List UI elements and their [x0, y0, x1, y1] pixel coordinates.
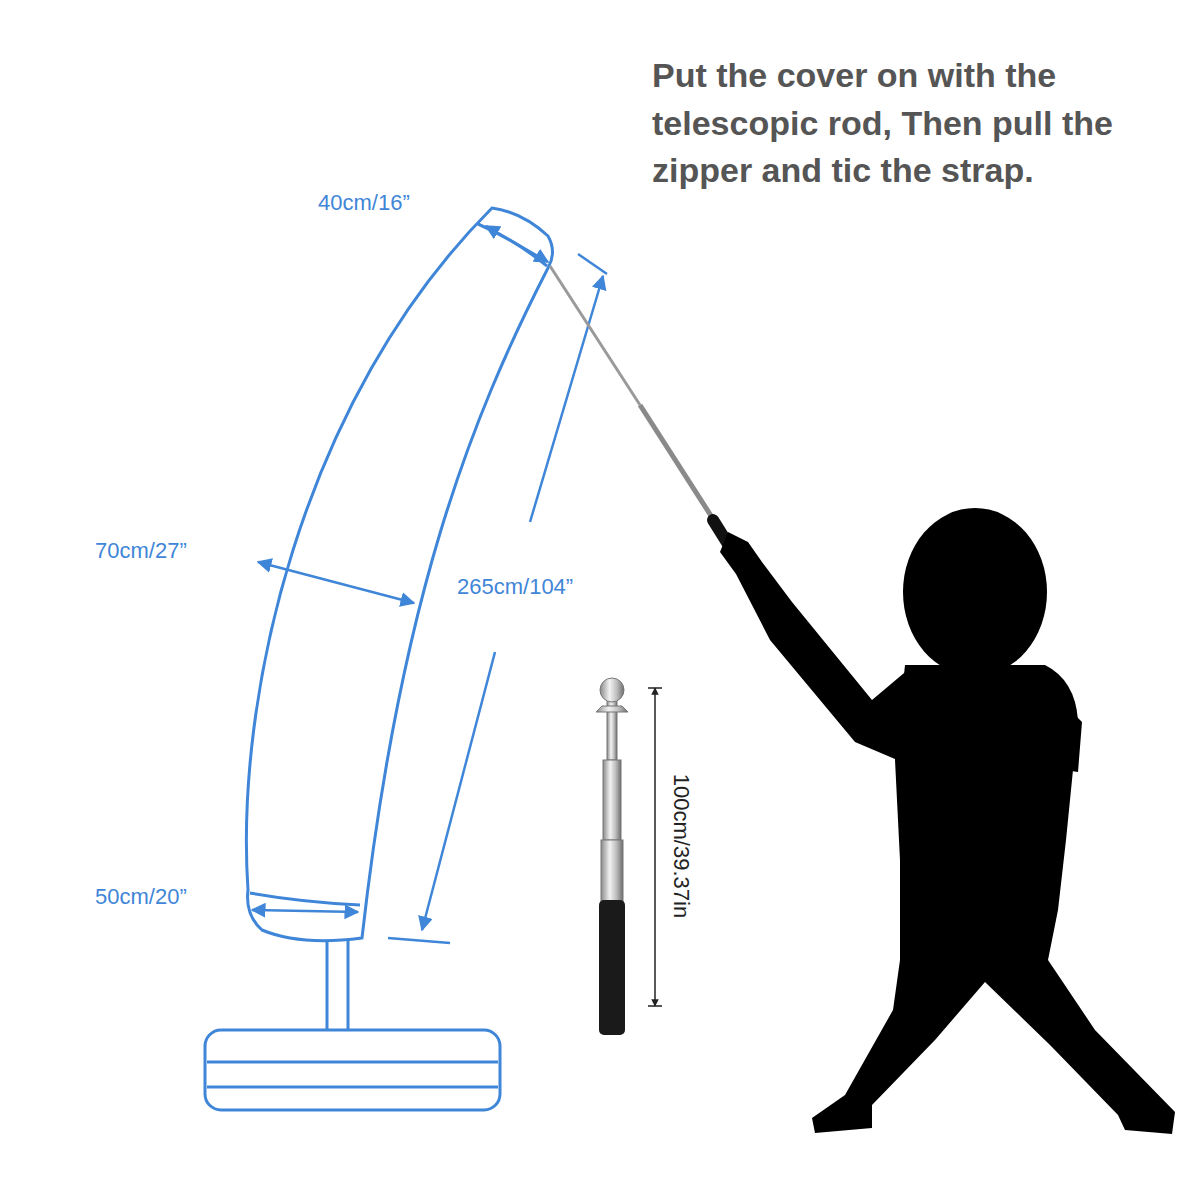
- dimension-label: 100cm/39.37in: [668, 774, 694, 918]
- telescopic-rod: [596, 678, 662, 1035]
- dimension-label: 70cm/27”: [95, 538, 187, 564]
- dimension-arrows: [252, 226, 607, 943]
- dimension-label: 40cm/16”: [318, 190, 410, 216]
- person-silhouette: [720, 508, 1175, 1134]
- umbrella-stand: [205, 940, 500, 1110]
- instruction-note: Put the cover on with the telescopic rod…: [652, 52, 1182, 195]
- dimension-label: 50cm/20”: [95, 884, 187, 910]
- dimension-label: 265cm/104”: [457, 574, 573, 600]
- telescopic-rod-in-use: [550, 266, 738, 560]
